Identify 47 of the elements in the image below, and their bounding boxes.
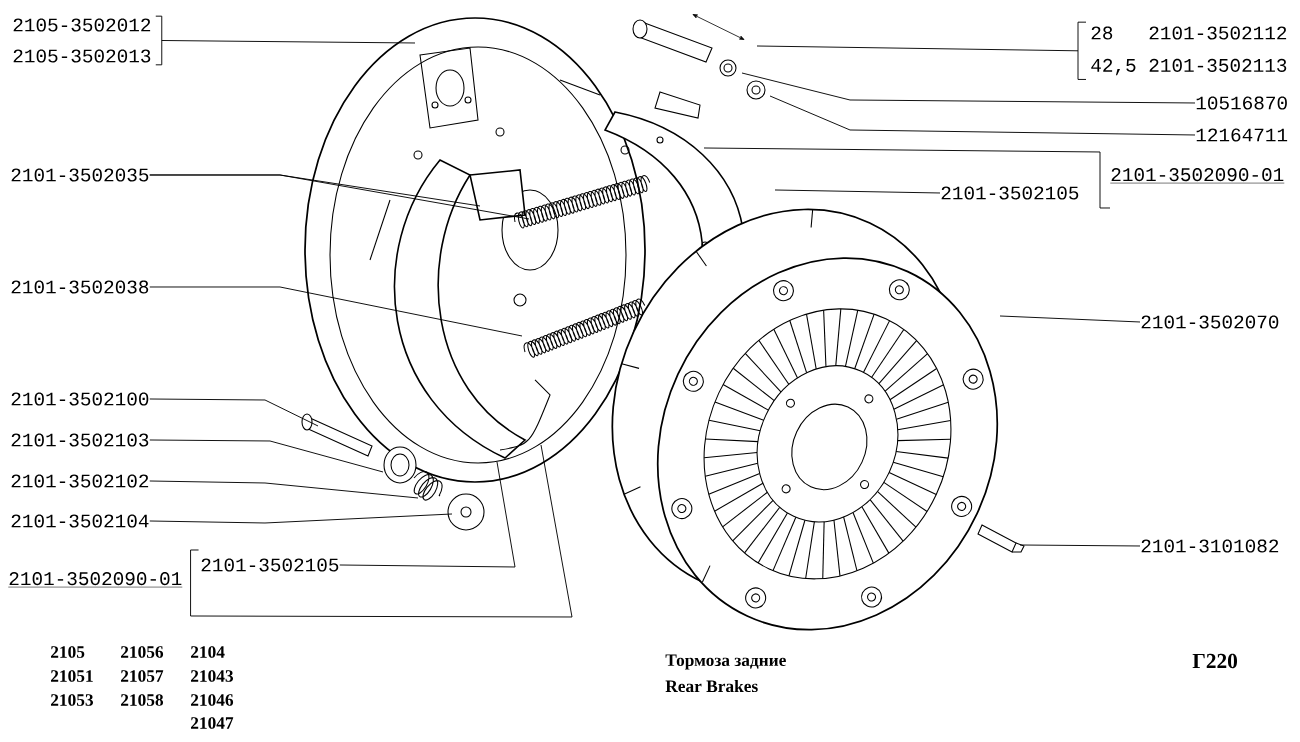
leader-line <box>149 174 530 220</box>
caption: Rear Brakes <box>665 679 758 693</box>
model-number: 21046 <box>191 694 234 706</box>
leader-line <box>769 95 1196 136</box>
part-number: 2101-3502035 <box>11 168 149 182</box>
model-number: 21057 <box>121 670 164 682</box>
leader-line <box>149 513 453 524</box>
model-number: 21043 <box>191 670 233 682</box>
part-number: 2101-3502105 <box>201 558 339 572</box>
part-number: 2101-3502070 <box>1141 315 1279 329</box>
leader-line <box>149 480 419 499</box>
leader-line <box>149 398 319 427</box>
leader-line <box>190 444 573 618</box>
part-number: 2101-3502100 <box>11 392 149 406</box>
part-number: 2101-3502090-01 <box>1110 168 1285 184</box>
page-number: Г220 <box>1192 653 1237 669</box>
leader-line <box>149 286 523 337</box>
leader-line <box>149 439 384 473</box>
model-number: 21051 <box>51 670 93 682</box>
model-number: 21047 <box>191 717 234 729</box>
part-number: 12164711 <box>1196 128 1288 142</box>
part-number: 2101-3101082 <box>1141 539 1279 553</box>
leader-line <box>155 15 416 66</box>
part-number: 2101-3502105 <box>941 186 1079 200</box>
part-number: 2101-3502038 <box>11 280 149 294</box>
leader-line <box>339 461 516 568</box>
caption: Тормоза задние <box>665 654 786 670</box>
part-number: 42,5 2101-3502113 <box>1091 58 1287 76</box>
part-number: 2105-3502013 <box>13 49 151 63</box>
part-number: 2101-3502090-01 <box>8 572 183 588</box>
leader-line <box>703 147 1111 209</box>
part-number: 2101-3502103 <box>11 433 149 447</box>
leader-line <box>774 189 941 194</box>
part-number: 2105-3502012 <box>13 18 151 32</box>
model-number: 2105 <box>51 646 85 658</box>
model-number: 21056 <box>121 646 164 658</box>
leader-line <box>1019 544 1141 547</box>
leader-line <box>756 21 1087 80</box>
part-number: 2101-3502104 <box>11 514 149 528</box>
model-number: 21053 <box>51 694 93 706</box>
model-number: 2104 <box>191 646 225 658</box>
part-number: 10516870 <box>1196 96 1287 110</box>
leader-line <box>999 315 1141 323</box>
part-number: 28 2101-3502112 <box>1091 26 1287 40</box>
leader-line <box>741 72 1196 104</box>
model-number: 21058 <box>121 694 164 706</box>
part-number: 2101-3502102 <box>11 474 149 488</box>
